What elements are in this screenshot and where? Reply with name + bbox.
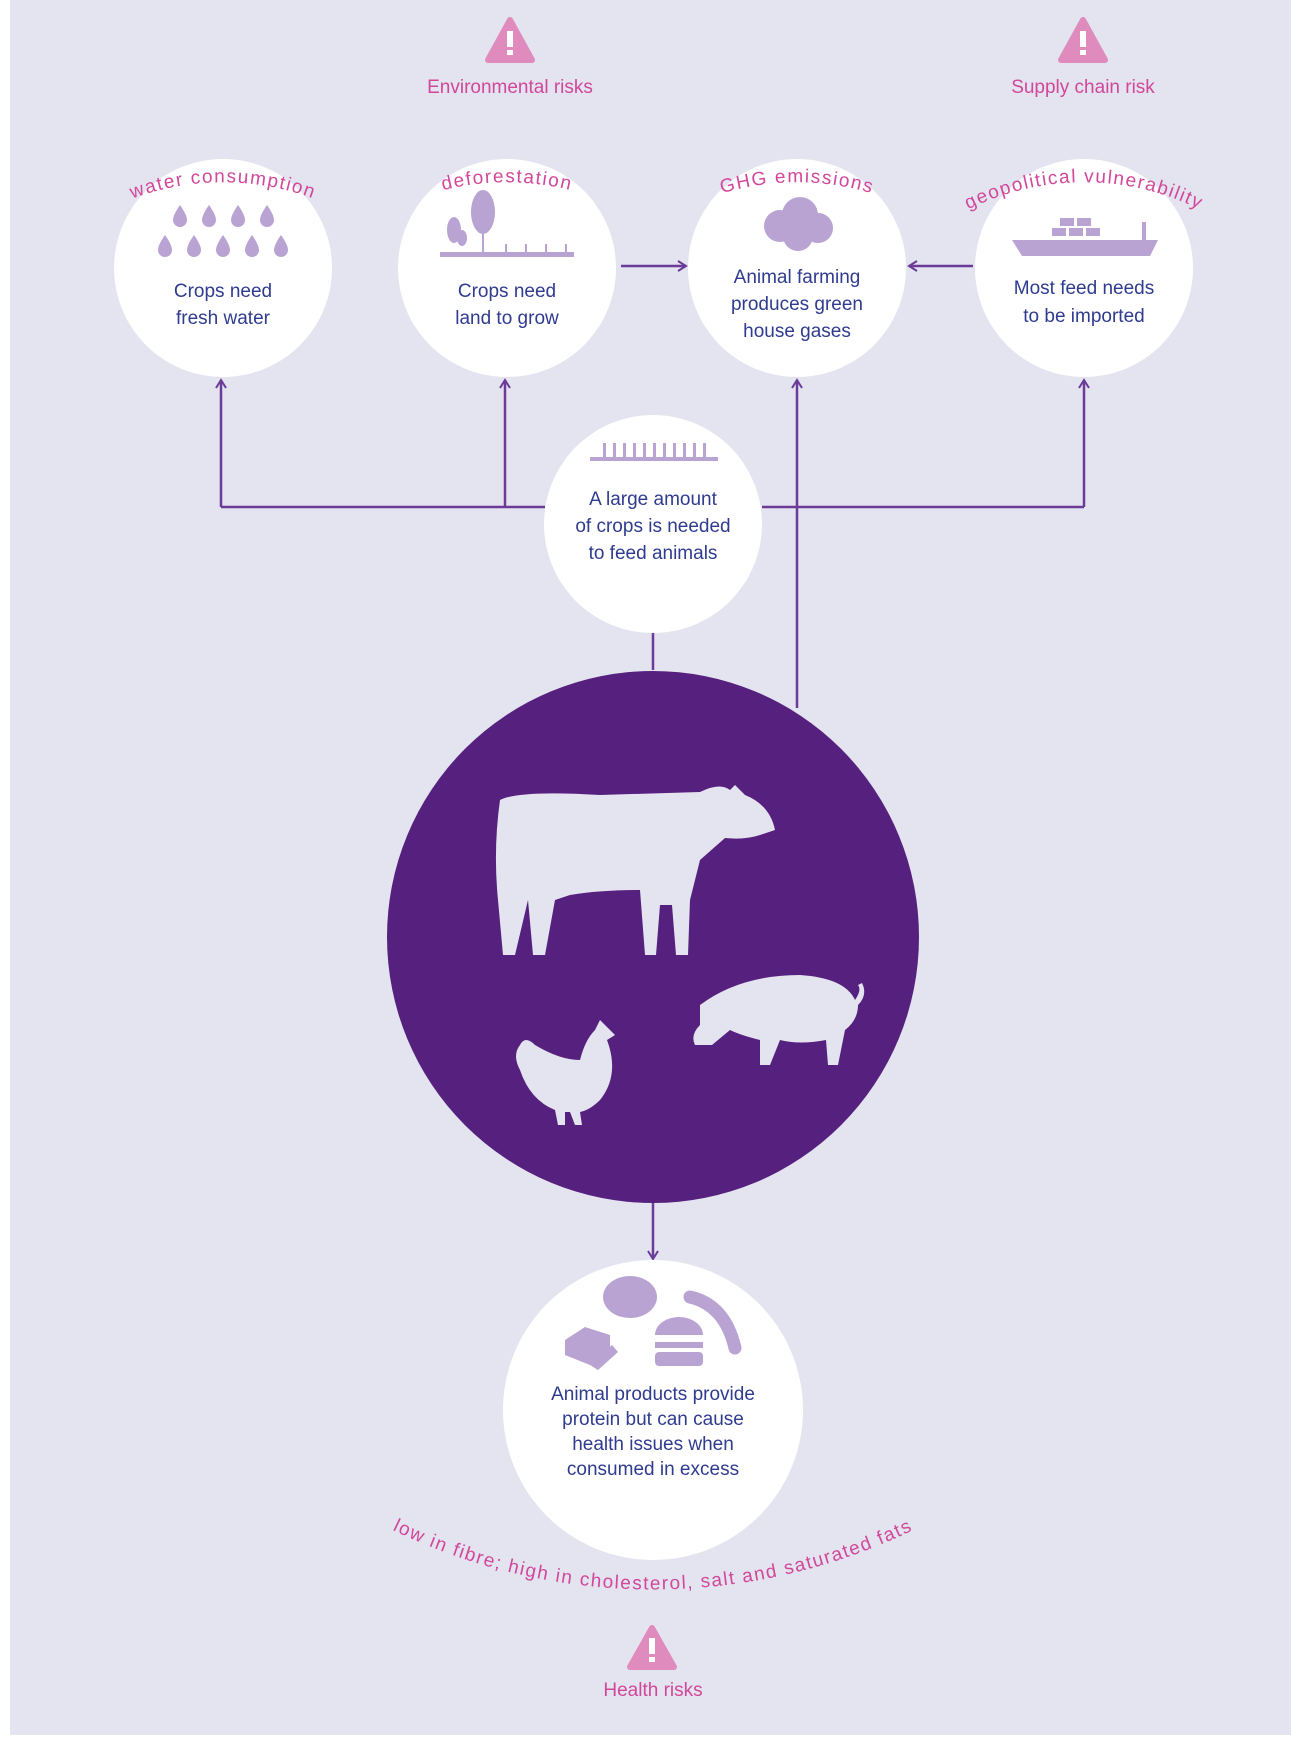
warning-icon-environmental: [485, 17, 535, 63]
cargo-ship-icon: [1012, 218, 1158, 256]
crop-field-icon: [590, 443, 718, 461]
crops-text-line: of crops is needed: [575, 516, 730, 537]
import-text-line: Most feed needs: [1014, 278, 1154, 299]
warning-icon-supply: [1058, 17, 1108, 63]
environmental-risks-label: Environmental risks: [427, 77, 593, 98]
pig-icon: [693, 975, 865, 1065]
node-ghg: GHG emissions Animal farming produces gr…: [688, 159, 906, 377]
animal-products-icon: [565, 1276, 742, 1370]
products-text-line: Animal products provide: [551, 1384, 755, 1405]
ghg-text-line: house gases: [743, 321, 851, 342]
chicken-icon: [516, 1020, 615, 1125]
cow-icon: [495, 785, 775, 955]
supply-chain-risk-label: Supply chain risk: [1011, 77, 1155, 98]
water-text-line: Crops need: [174, 281, 272, 302]
land-text-line: Crops need: [458, 281, 556, 302]
products-text-line: health issues when: [572, 1434, 734, 1455]
land-text-line: land to grow: [455, 308, 559, 329]
node-land: deforestation Crops need land to grow: [398, 159, 616, 377]
ghg-text-line: produces green: [731, 294, 863, 315]
connectors: [215, 260, 1090, 1261]
products-text-line: consumed in excess: [567, 1459, 739, 1480]
ghg-text-line: Animal farming: [734, 267, 861, 288]
health-risks-label: Health risks: [603, 1680, 702, 1701]
livestock-circle: [387, 671, 919, 1203]
import-text-line: to be imported: [1023, 306, 1144, 327]
products-text-line: protein but can cause: [562, 1409, 744, 1430]
water-text-line: fresh water: [176, 308, 271, 329]
node-water: water consumption Crops need fresh water: [114, 159, 332, 377]
water-drops-icon: [158, 205, 288, 257]
node-crops: A large amount of crops is needed to fee…: [544, 415, 762, 633]
warning-icon-health: [627, 1625, 677, 1670]
cloud-icon: [764, 197, 833, 251]
crops-text-line: A large amount: [589, 489, 718, 510]
crops-text-line: to feed animals: [589, 543, 718, 564]
deforestation-trees-icon: [440, 190, 574, 257]
